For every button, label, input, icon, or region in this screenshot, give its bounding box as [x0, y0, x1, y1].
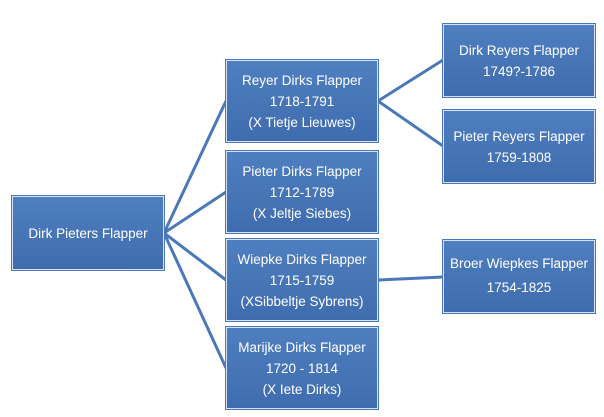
node-years: 1749?-1786 — [482, 63, 556, 79]
connector-reyer-pieterreyers — [377, 99, 444, 148]
node-broer-wiepkes-flapper: Broer Wiepkes Flapper 1754-1825 — [443, 240, 595, 313]
node-reyer-dirks-flapper: Reyer Dirks Flapper 1718-1791 (X Tietje … — [226, 60, 378, 142]
node-dirk-reyers-flapper: Dirk Reyers Flapper 1749?-1786 — [443, 24, 595, 97]
connector-root-reyer — [162, 100, 228, 234]
node-name: Marijke Dirks Flapper — [238, 339, 366, 355]
connector-reyer-dirkreyers — [377, 58, 444, 103]
node-spouse: (X Jeltje Siebes) — [252, 205, 352, 221]
node-name: Wiepke Dirks Flapper — [237, 251, 367, 267]
node-dirk-pieters-flapper: Dirk Pieters Flapper — [12, 196, 164, 270]
node-name: Dirk Pieters Flapper — [28, 225, 148, 241]
node-spouse: (XSibbeltje Sybrens) — [240, 293, 364, 309]
connector-wiepke-broer — [377, 275, 444, 282]
node-spouse: (X Iete Dirks) — [262, 381, 342, 397]
node-years: 1759-1808 — [486, 149, 552, 165]
node-spouse: (X Tietje Lieuwes) — [248, 114, 356, 130]
node-pieter-reyers-flapper: Pieter Reyers Flapper 1759-1808 — [443, 110, 595, 183]
node-years: 1715-1759 — [269, 272, 335, 288]
node-name: Pieter Reyers Flapper — [453, 128, 585, 144]
node-name: Pieter Dirks Flapper — [242, 163, 362, 179]
node-name: Reyer Dirks Flapper — [241, 72, 363, 88]
node-years: 1754-1825 — [486, 279, 552, 295]
connector-root-wiepke — [163, 231, 227, 282]
connector-root-pieter — [163, 190, 227, 235]
node-years: 1712-1789 — [269, 184, 335, 200]
connector-root-marijke — [162, 232, 228, 369]
node-wiepke-dirks-flapper: Wiepke Dirks Flapper 1715-1759 (XSibbelt… — [226, 239, 378, 321]
node-marijke-dirks-flapper: Marijke Dirks Flapper 1720 - 1814 (X Iet… — [226, 327, 378, 409]
node-years: 1718-1791 — [269, 93, 335, 109]
node-name: Dirk Reyers Flapper — [458, 42, 580, 58]
node-name: Broer Wiepkes Flapper — [449, 255, 589, 271]
node-years: 1720 - 1814 — [265, 360, 339, 376]
node-pieter-dirks-flapper: Pieter Dirks Flapper 1712-1789 (X Jeltje… — [226, 151, 378, 233]
